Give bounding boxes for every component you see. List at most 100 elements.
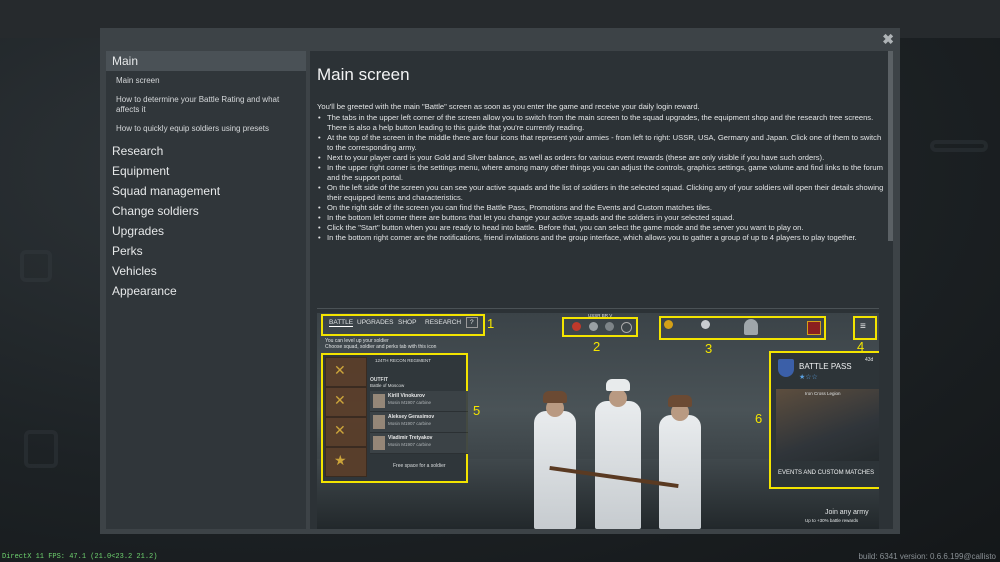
sidebar-item-equipment[interactable]: Equipment [112, 164, 170, 178]
silver-icon [701, 320, 710, 329]
sidebar-sub-battle-rating[interactable]: How to determine your Battle Rating and … [116, 95, 280, 114]
outfit-label: OUTFIT [370, 377, 389, 383]
list-item: In the bottom right corner are the notif… [318, 233, 887, 243]
list-item: Click the "Start" button when you are re… [318, 223, 887, 233]
events-image [776, 389, 879, 461]
game-tab-shop: SHOP [398, 319, 417, 326]
level-up-hint: You can level up your soldier [325, 338, 389, 344]
callout-box-tabs [321, 314, 485, 336]
soldier-hat [543, 391, 567, 403]
soldier-portrait [373, 415, 385, 429]
list-item: On the right side of the screen you can … [318, 203, 887, 213]
close-icon[interactable]: ✖ [882, 31, 894, 47]
main-screen-illustration: BATTLE UPGRADES SHOP RESEARCH ? 1 USSR B… [317, 313, 879, 529]
ussr-army-icon [572, 322, 581, 331]
level-up-hint-detail: Choose squad, soldier and perks tab with… [325, 344, 437, 350]
callout-box-settings [853, 316, 877, 340]
sidebar-sub-main-screen[interactable]: Main screen [116, 76, 160, 85]
soldier-name: Kirill Vinokurov [388, 393, 425, 399]
callout-number-6: 6 [755, 411, 763, 426]
fps-counter: DirectX 11 FPS: 47.1 (21.0<23.2 21.2) [2, 553, 158, 561]
game-tab-battle: BATTLE [329, 319, 354, 327]
help-content: Main screen You'll be greeted with the m… [310, 51, 888, 529]
battle-pass-timer: 43d [865, 357, 874, 363]
list-item: On the left side of the screen you can s… [318, 183, 887, 203]
list-item: The tabs in the upper left corner of the… [318, 113, 887, 133]
content-scrollbar[interactable] [888, 51, 893, 529]
soldier-weapon: Mosin M1907 carbine [388, 421, 432, 426]
squad-icon: ✕ [334, 422, 346, 438]
list-item: In the upper right corner is the setting… [318, 163, 887, 183]
soldier-head [546, 399, 564, 417]
events-label: EVENTS AND CUSTOM MATCHES [778, 470, 875, 476]
scrollbar-thumb[interactable] [888, 51, 893, 241]
outfit-name: Battle of Moscow [370, 383, 405, 388]
callout-number-5: 5 [473, 403, 481, 418]
soldier-hat [668, 395, 692, 407]
help-modal: ✖ Main Main screen How to determine your… [100, 28, 900, 534]
list-item: In the bottom left corner there are butt… [318, 213, 887, 223]
squads-panel: ✕ ✕ ✕ ★ 124TH RECON REGIMENT OUTFIT Batt… [323, 355, 468, 481]
callout-number-2: 2 [593, 339, 601, 354]
squad-icon: ✕ [334, 362, 346, 378]
regiment-name: 124TH RECON REGIMENT [375, 358, 432, 363]
list-item: At the top of the screen in the middle t… [318, 133, 887, 153]
sidebar-sub-presets[interactable]: How to quickly equip soldiers using pres… [116, 124, 269, 133]
sidebar-item-vehicles[interactable]: Vehicles [112, 264, 157, 278]
soldier-portrait [373, 394, 385, 408]
army-label: USSR BR V [588, 313, 613, 318]
soldier-helmet [606, 379, 630, 391]
menu-icon: ≡ [860, 321, 866, 332]
background-shape [930, 140, 988, 152]
game-tab-upgrades: UPGRADES [357, 319, 394, 326]
page-title: Main screen [317, 65, 410, 84]
squad-card: ✕ [325, 387, 367, 417]
background-shape [20, 250, 52, 282]
game-tab-help: ? [466, 317, 478, 328]
callout-number-1: 1 [487, 316, 495, 331]
sidebar-item-upgrades[interactable]: Upgrades [112, 224, 165, 238]
soldier-head [609, 389, 627, 407]
soldier-name: Vladimir Tretyakov [388, 435, 433, 441]
soldier-weapon: Mosin M1907 carbine [388, 442, 432, 447]
squad-card: ✕ [325, 417, 367, 447]
soldier-weapon: Mosin M1907 carbine [388, 400, 432, 405]
soldier-head [671, 403, 689, 421]
background-shape [24, 430, 58, 468]
build-version: build: 6341 version: 0.6.6.199@callisto [858, 552, 996, 561]
intro-text: You'll be greeted with the main "Battle"… [317, 102, 700, 111]
soldier-portrait [373, 436, 385, 450]
squad-icon: ★ [334, 452, 347, 468]
usa-army-icon [589, 322, 598, 331]
callout-box-battle-pass [769, 351, 879, 489]
squad-card: ✕ [325, 357, 367, 387]
game-tab-research: RESEARCH [425, 319, 462, 326]
bullet-list: The tabs in the upper left corner of the… [317, 113, 887, 243]
callout-number-4: 4 [857, 339, 865, 354]
join-army-hint: Up to +30% battle rewards [805, 518, 859, 523]
iron-cross-label: Iron Cross Legion [805, 391, 841, 396]
battle-pass-panel: BATTLE PASS 43d ★☆☆ Iron Cross Legion EV… [771, 353, 879, 487]
sidebar-item-research[interactable]: Research [112, 144, 164, 158]
battle-pass-stars: ★☆☆ [799, 374, 818, 381]
free-space-label: Free space for a soldier [393, 463, 446, 469]
callout-box-armies [562, 317, 638, 337]
join-army-label: Join any army [825, 509, 869, 516]
gold-icon [664, 320, 673, 329]
sidebar-item-change-soldiers[interactable]: Change soldiers [112, 204, 199, 218]
battle-pass-title: BATTLE PASS [799, 362, 852, 371]
callout-box-balance [659, 316, 826, 340]
soldier-figure [659, 415, 701, 529]
squad-card: ★ [325, 447, 367, 477]
rank-icon [807, 321, 821, 335]
sidebar-item-main[interactable]: Main [106, 51, 306, 71]
divider [317, 308, 879, 309]
sidebar-item-perks[interactable]: Perks [112, 244, 143, 258]
sidebar-item-appearance[interactable]: Appearance [112, 284, 177, 298]
sidebar-item-squad-management[interactable]: Squad management [112, 184, 221, 198]
list-item: Next to your player card is your Gold an… [318, 153, 887, 163]
germany-army-icon [605, 322, 614, 331]
